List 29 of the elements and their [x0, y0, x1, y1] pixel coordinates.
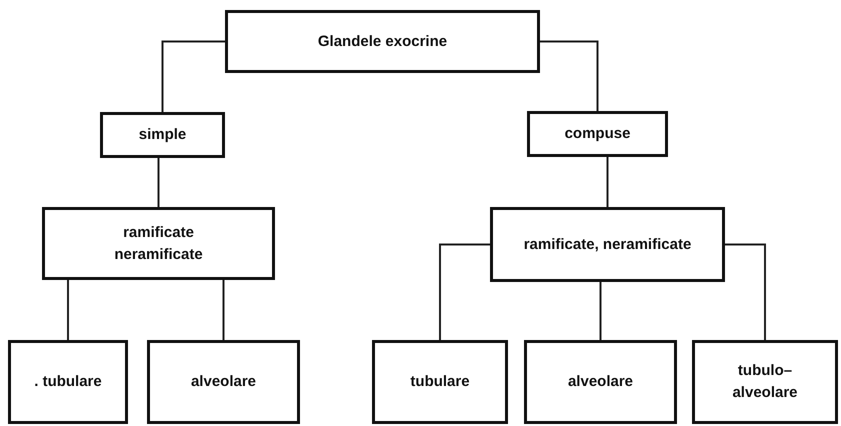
- category-box: [490, 207, 725, 282]
- box-label: simple: [138, 125, 186, 145]
- connector-line: [600, 282, 602, 340]
- connector-line: [540, 40, 598, 111]
- connector-line: [158, 158, 160, 207]
- connector-line: [725, 244, 766, 340]
- category-box: [692, 340, 838, 424]
- connector-line: [162, 40, 225, 112]
- category-box: [225, 10, 540, 73]
- category-box: [100, 112, 225, 158]
- category-box: [372, 340, 508, 424]
- box-label: compuse: [564, 124, 630, 144]
- category-box: [8, 340, 128, 424]
- connector-line: [222, 280, 224, 340]
- category-box: [524, 340, 677, 424]
- box-label: tubulo– alveolare: [731, 361, 799, 403]
- category-box: [527, 111, 668, 157]
- connector-line: [67, 280, 69, 340]
- connector-line: [606, 157, 608, 207]
- box-label: ramificate neramificate: [113, 222, 204, 264]
- category-box: [42, 207, 275, 280]
- box-label: ramificate, neramificate: [522, 234, 692, 254]
- box-label: Glandele exocrine: [318, 32, 448, 52]
- box-label: alveolare: [568, 372, 634, 392]
- connector-line: [439, 244, 490, 340]
- category-box: [147, 340, 300, 424]
- box-label: tubulare: [410, 372, 470, 392]
- box-label: alveolare: [190, 372, 256, 392]
- box-label: . tubulare: [34, 372, 102, 392]
